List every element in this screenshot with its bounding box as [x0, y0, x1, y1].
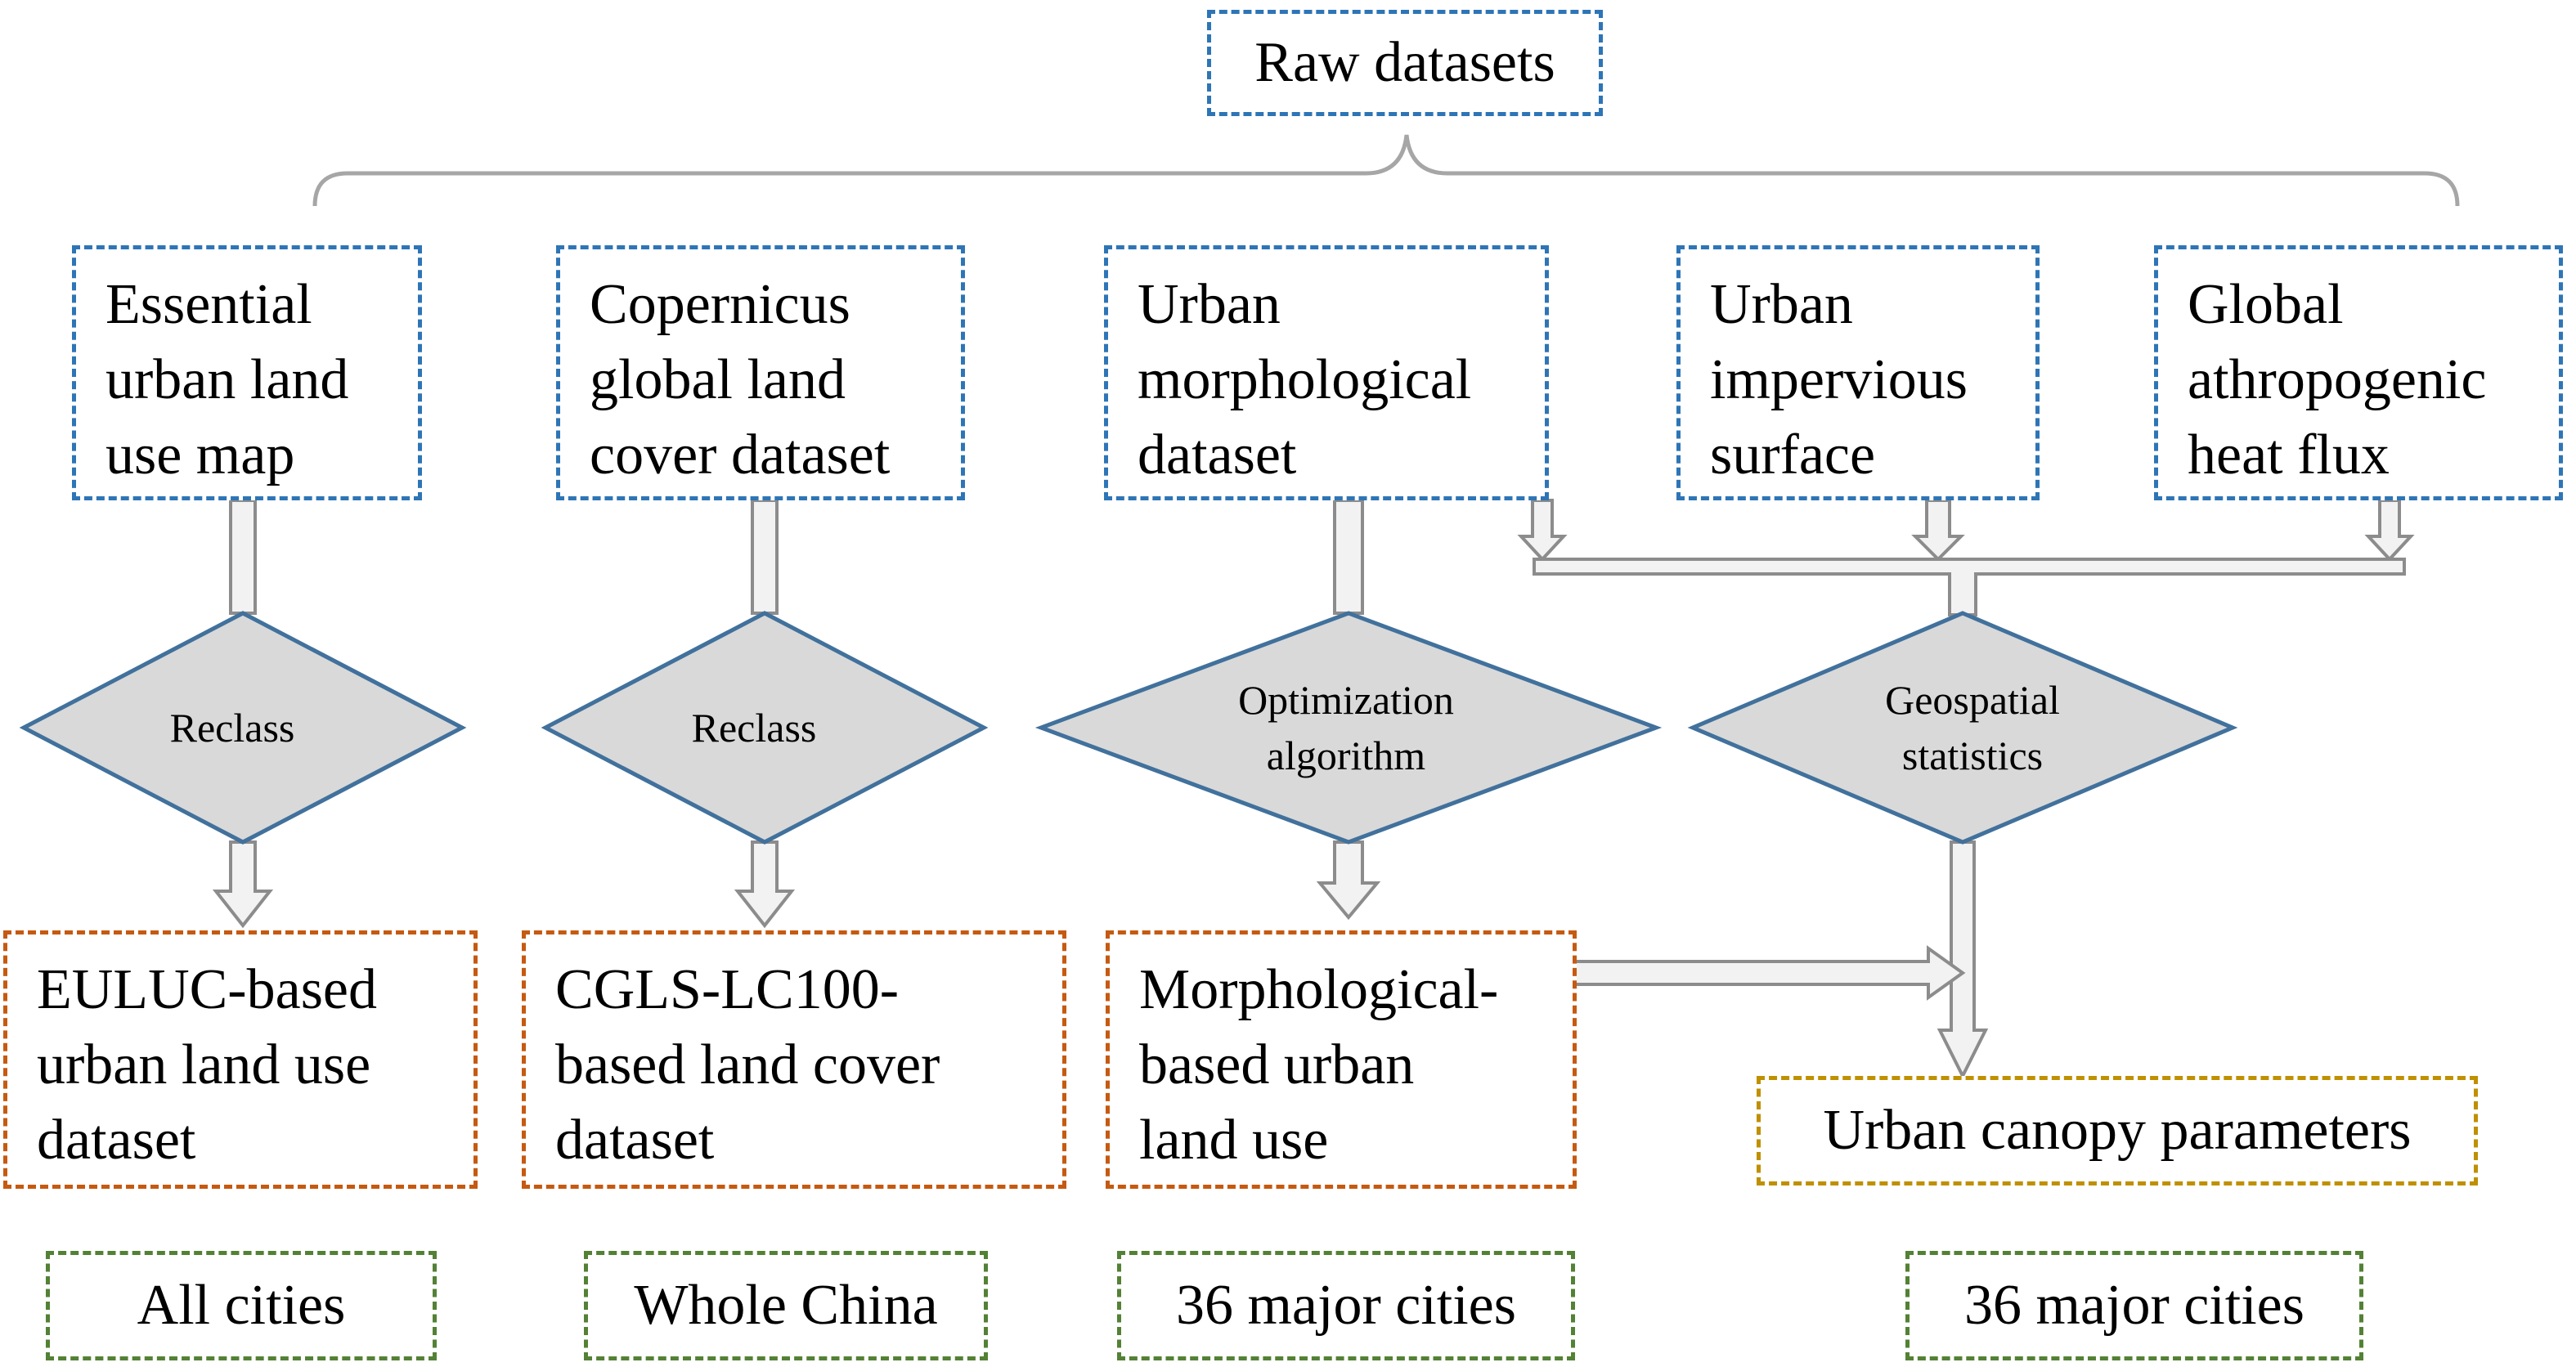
decision-geospatial-label: Geospatial statistics	[1885, 677, 2060, 778]
output-cgls-label: CGLS-LC100- based land cover dataset	[555, 958, 940, 1172]
output-cgls-box: CGLS-LC100- based land cover dataset	[522, 930, 1066, 1189]
coverage-whole-china-label: Whole China	[634, 1274, 938, 1337]
arrow-morph-to-optimization	[1333, 499, 1364, 615]
output-euluc-label: EULUC-based urban land use dataset	[37, 958, 378, 1172]
urban-canopy-parameters-label: Urban canopy parameters	[1823, 1099, 2412, 1162]
coverage-36-major-cities-label: 36 major cities	[1175, 1274, 1516, 1337]
decision-reclass-1-label: Reclass	[169, 705, 295, 751]
decision-optimization-label: Optimization algorithm	[1238, 677, 1454, 778]
input-impervious-label: Urban impervious surface	[1710, 273, 1968, 486]
input-copernicus-box: Copernicus global land cover dataset	[556, 245, 965, 500]
output-morphological-box: Morphological- based urban land use	[1106, 930, 1577, 1189]
raw-datasets-title: Raw datasets	[1254, 31, 1555, 94]
arrow-cgls-to-reclass	[751, 499, 779, 615]
arrow-morph-landuse-to-canopy	[1572, 945, 1966, 1001]
coverage-36-major-cities-box: 36 major cities	[1117, 1251, 1575, 1360]
arrows-to-outputs	[212, 840, 1381, 929]
decision-reclass-2-shape	[541, 611, 989, 845]
output-euluc-box: EULUC-based urban land use dataset	[3, 930, 478, 1189]
input-morphological-box: Urban morphological dataset	[1104, 245, 1549, 500]
output-morphological-label: Morphological- based urban land use	[1139, 958, 1499, 1172]
input-impervious-box: Urban impervious surface	[1676, 245, 2040, 500]
decision-optimization-shape	[1034, 611, 1663, 845]
input-morphological-label: Urban morphological dataset	[1138, 273, 1472, 486]
input-euluc-label: Essential urban land use map	[105, 273, 349, 486]
arrow-euluc-to-reclass	[229, 499, 257, 615]
grouping-brace	[312, 134, 2460, 207]
decision-geospatial-shape	[1687, 611, 2238, 845]
coverage-whole-china-box: Whole China	[584, 1251, 988, 1360]
decision-reclass-1-shape	[19, 611, 467, 845]
raw-datasets-box: Raw datasets	[1207, 10, 1603, 116]
input-copernicus-label: Copernicus global land cover dataset	[590, 273, 891, 486]
merge-connector-parts	[1517, 499, 2415, 616]
decision-reclass-2-label: Reclass	[691, 705, 817, 751]
input-heat-flux-label: Global athropogenic heat flux	[2188, 273, 2487, 486]
coverage-36-major-cities-canopy-box: 36 major cities	[1905, 1251, 2363, 1360]
coverage-all-cities-label: All cities	[137, 1274, 346, 1337]
coverage-all-cities-box: All cities	[46, 1251, 437, 1360]
coverage-36-major-cities-canopy-label: 36 major cities	[1963, 1274, 2304, 1337]
urban-canopy-parameters-box: Urban canopy parameters	[1757, 1076, 2478, 1185]
arrow-geospatial-to-canopy	[1936, 840, 1989, 1080]
input-euluc-box: Essential urban land use map	[72, 245, 422, 500]
input-heat-flux-box: Global athropogenic heat flux	[2154, 245, 2563, 500]
